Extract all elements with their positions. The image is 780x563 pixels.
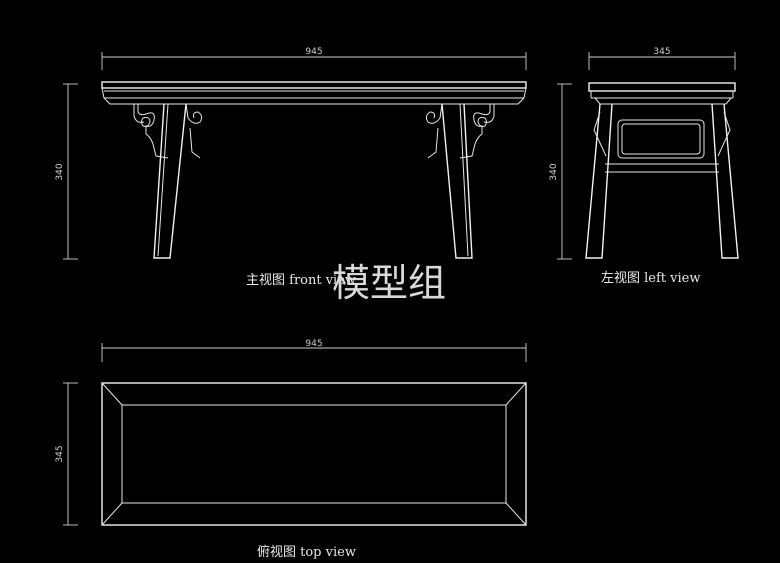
front-width-label: 945 <box>305 47 322 57</box>
left-view: 345 340 左视图 left v <box>549 47 739 286</box>
top-view: 945 345 俯视图 top view <box>55 339 527 560</box>
top-width-label: 945 <box>305 339 322 349</box>
watermark-text: 模型组 <box>332 261 446 305</box>
left-leg-left <box>585 103 613 259</box>
front-spandrel-right <box>459 104 495 159</box>
front-scroll-left <box>185 103 203 159</box>
top-width-dimension: 945 <box>101 339 527 362</box>
front-leg-left <box>153 103 187 259</box>
front-view: 945 340 <box>55 47 527 288</box>
left-stretcher <box>605 163 719 173</box>
left-view-caption: 左视图 left view <box>601 271 700 286</box>
left-width-label: 345 <box>653 47 670 57</box>
front-height-label: 340 <box>55 163 65 180</box>
left-height-dimension: 340 <box>549 83 572 260</box>
top-view-caption: 俯视图 top view <box>257 544 356 560</box>
left-width-dimension: 345 <box>588 47 736 70</box>
front-spandrel-left <box>133 104 169 159</box>
left-panel <box>617 119 705 159</box>
left-leg-right <box>711 103 739 259</box>
front-leg-right <box>441 103 473 259</box>
front-scroll-right <box>425 103 443 159</box>
left-height-label: 340 <box>549 163 559 180</box>
top-depth-label: 345 <box>55 445 65 462</box>
top-depth-dimension: 345 <box>55 382 78 526</box>
top-outline <box>101 382 527 526</box>
left-tabletop <box>588 82 736 105</box>
front-height-dimension: 340 <box>55 83 78 260</box>
front-view-caption: 主视图 front view <box>246 273 356 288</box>
front-tabletop <box>101 81 527 105</box>
front-width-dimension: 945 <box>101 47 527 70</box>
